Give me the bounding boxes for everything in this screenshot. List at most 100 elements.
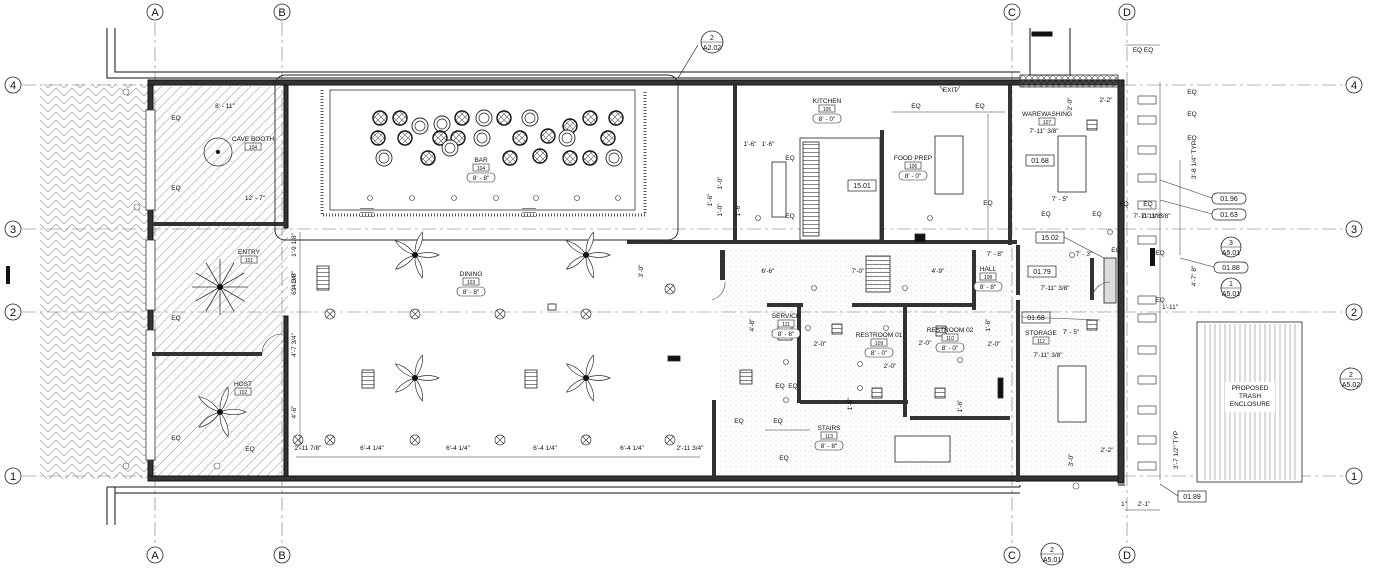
dim-kit_3: 1'-0" [717,176,724,190]
keynote-01-88: 01.88 [1213,261,1249,274]
elevation-marker-right [1150,248,1155,266]
svg-text:C: C [1008,550,1016,562]
dim-st_30: 3'-0" [1068,453,1075,467]
trash-enclosure: PROPOSED TRASH ENCLOSURE [1196,321,1303,483]
dim-eq-21: EQ [1187,135,1196,142]
svg-text:C: C [1008,7,1016,19]
dim-rr_20c: 2'-0" [919,340,933,347]
dim-hall_78: 7' - 8" [987,251,1004,258]
svg-text:B: B [278,550,285,562]
svg-text:3: 3 [10,224,16,236]
svg-text:D: D [1123,550,1131,562]
dim-eq-19: EQ [1187,89,1196,96]
dim-hall_30: 3'-0" [638,264,645,278]
dim-hall_49: 4'-9" [932,268,946,275]
dim-eq-2: EQ [785,155,794,162]
svg-text:HOST: HOST [234,381,252,388]
keynote-leaders [1021,179,1215,497]
svg-text:DINING: DINING [460,271,483,278]
ceiling-fans [192,137,611,438]
grid-bubble-4-right: 4 [1345,76,1363,94]
dim-eq-20: EQ [1187,111,1196,118]
svg-text:3: 3 [1351,224,1357,236]
svg-text:4: 4 [10,80,16,92]
dim-d_712: 7'-11" 3/8" [1141,213,1171,220]
svg-text:107: 107 [1043,120,1052,126]
svg-text:HALL: HALL [980,266,997,273]
dim-hall_73: 7' - 3" [1076,251,1093,258]
exit-sign: EXIT [939,85,961,94]
section-callout-a5-01-right: 1 A5.01 3 A5.01 [1220,236,1242,299]
exterior-paving-left [40,84,150,479]
svg-text:BAR: BAR [474,157,488,164]
svg-text:8' - 8": 8' - 8" [980,284,997,291]
keynote-01-96: 01.96 [1211,192,1247,205]
svg-text:2: 2 [1050,547,1054,554]
dim-st_75: 7' - 5" [1063,329,1080,336]
dim-eq-24: EQ [1155,297,1164,304]
dim-d_478: 4'-7" 8" [1191,265,1198,286]
svg-text:01.68: 01.68 [1027,315,1045,322]
svg-text:8' - 0": 8' - 0" [942,345,959,352]
keynote-01-89: 01.89 [1177,490,1207,503]
trash-label-3: ENCLOSURE [1230,401,1271,408]
svg-text:106: 106 [909,164,918,170]
interior-walls [152,85,1094,482]
dim-eq-22: EQ [1155,250,1164,257]
dim-rr_20a: 2'-0" [814,341,828,348]
keynote-15-02: 15.02 [1035,231,1065,244]
svg-text:103: 103 [467,280,476,286]
dim-rr_16a: 1'-6" [847,397,854,411]
svg-text:2: 2 [10,307,16,319]
svg-text:1: 1 [1351,471,1357,483]
dim-eq-13: EQ [775,383,784,390]
dim-st_711: 7'-11" 3/8" [1033,352,1063,359]
dim-eq-12: EQ [773,418,782,425]
svg-text:108: 108 [984,275,993,281]
dim-eq-6: EQ [171,115,180,122]
section-callout-a5-01-bottom: 2 A5.01 [1040,542,1064,566]
dim-hall_66: 6'-6" [762,268,776,275]
svg-text:01.63: 01.63 [1220,212,1238,219]
grid-bubble-1-right: 1 [1345,467,1363,485]
dim-din_b3: 6'-4 1/4" [446,445,470,452]
svg-text:01.79: 01.79 [1033,269,1051,276]
svg-text:D: D [1123,7,1131,19]
dim-din_b4: 6'-4 1/4" [533,445,557,452]
svg-text:A: A [151,550,159,562]
dim-eq-14: EQ [788,383,797,390]
svg-text:1: 1 [10,471,16,483]
dim-ww_711: 7'-11" 3/8" [1029,128,1059,135]
keynote-15-01: 15.01 [847,179,877,192]
dim-d_312: 3'-7 1/2" TYP [1173,431,1180,469]
grid-bubble-a-bottom: A [146,546,164,564]
svg-text:104: 104 [249,145,258,151]
dim-din_b5: 6'-4 1/4" [620,445,644,452]
dim-din_t2: 3'-1/4" [291,272,298,291]
grid-bubble-c-bottom: C [1003,546,1021,564]
dim-eq-10: EQ [245,446,254,453]
keynote-01-79: 01.79 [1027,265,1057,278]
svg-text:2: 2 [710,35,714,42]
grid-bubble-d-bottom: D [1118,546,1136,564]
svg-text:SERVICE: SERVICE [772,313,801,320]
dim-eq-11: EQ [734,418,743,425]
grid-bubble-d-top: D [1118,3,1136,21]
svg-text:01.96: 01.96 [1220,196,1238,203]
dim-eq-5: EQ [1092,211,1101,218]
dim-eq-16: EQ [983,200,992,207]
grid-bubble-b-bottom: B [273,546,291,564]
svg-text:B: B [278,7,285,19]
svg-text:8' - 0": 8' - 0" [905,173,922,180]
bar-bottles [370,109,624,167]
dim-hall_711: 7'-11" 3/8" [1040,285,1070,292]
dim-d_eqeq: EQ EQ [1133,47,1154,54]
dim-eq-17: EQ [1119,201,1128,208]
